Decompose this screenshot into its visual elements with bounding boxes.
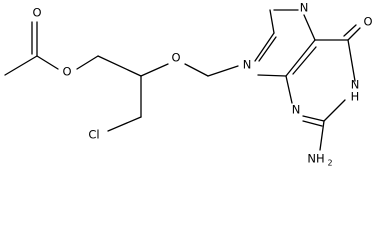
bond-carbonyl-ester-o xyxy=(36,55,59,70)
bond-ch-ether-o xyxy=(140,63,169,77)
chemical-structure-diagram: O O O Cl N N N N H O NH 2 xyxy=(4,1,373,168)
bond-ch2-cl xyxy=(107,116,142,132)
pyrimidine-ring xyxy=(285,24,361,151)
bond-c8-top xyxy=(269,9,275,34)
bond-n3-c4 xyxy=(285,75,293,104)
atom-chlorine: Cl xyxy=(88,128,99,142)
atom-n7: N xyxy=(300,1,309,15)
imidazole-ring xyxy=(254,9,316,77)
atom-amino-nitrogen: NH xyxy=(307,152,324,166)
atom-amino-subscript: 2 xyxy=(327,159,332,168)
atom-n1-hydrogen: H xyxy=(351,90,360,104)
bond-n7-c5 xyxy=(303,14,316,41)
atom-labels: O O O Cl N N N N H O NH 2 xyxy=(32,1,372,168)
bond-n1-c2 xyxy=(323,99,346,122)
atom-n1: N xyxy=(351,78,360,92)
bond-ether-o-ch2 xyxy=(184,63,209,77)
bond-ch2-n9 xyxy=(207,65,239,77)
bond-c4-c5 xyxy=(285,39,316,77)
bond-c6-o-b xyxy=(343,24,357,37)
bond-c2-nh2 xyxy=(319,120,325,151)
atom-ester-oxygen: O xyxy=(62,65,71,79)
bond-c2-n3 xyxy=(302,115,325,122)
atom-c6-oxygen: O xyxy=(363,15,372,29)
atom-n3: N xyxy=(292,103,301,117)
chloropropyl-chain xyxy=(76,55,239,132)
acetyl-group xyxy=(4,21,59,76)
atom-n9: N xyxy=(243,58,252,72)
bond-c8-c8-inner xyxy=(258,36,277,62)
bond-c2-n3-inner xyxy=(302,120,323,127)
bond-methyl-carbonyl xyxy=(4,55,38,76)
bond-n9-c8 xyxy=(254,32,275,62)
bond-c6-n1 xyxy=(347,39,356,82)
bond-ester-o-ch2 xyxy=(76,55,99,70)
bond-c4-c5-inner xyxy=(292,46,317,75)
bond-ch2-ch xyxy=(97,55,142,77)
atom-carbonyl-oxygen: O xyxy=(32,6,41,20)
bond-c4-n9 xyxy=(257,74,287,77)
bond-c6-o-a xyxy=(347,27,361,41)
atom-ether-oxygen: O xyxy=(171,51,180,65)
